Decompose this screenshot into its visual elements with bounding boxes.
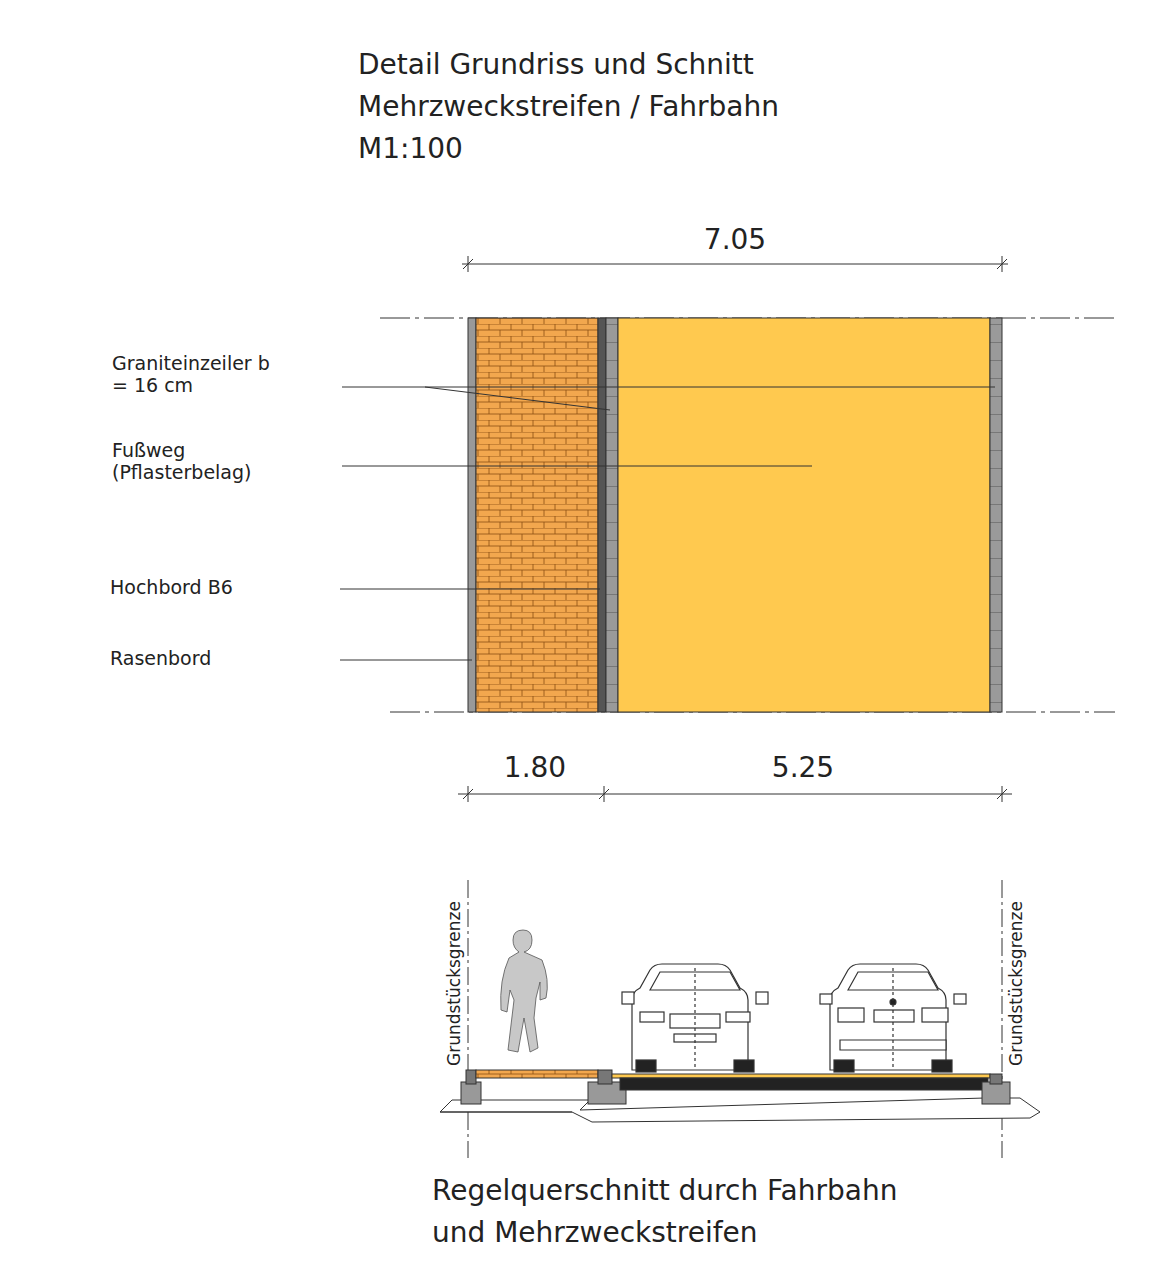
callout-label: Graniteinzeiler b = 16 cm	[112, 353, 272, 397]
drawing-caption: Regelquerschnitt durch Fahrbahn und Mehr…	[432, 1170, 932, 1254]
dimension-lines	[458, 256, 1012, 802]
callout-label: Rasenbord	[110, 648, 310, 670]
callout-label: Fußweg (Pflasterbelag)	[112, 440, 272, 484]
plan	[380, 318, 1118, 712]
boundary-label: Grundstücksgrenze	[1006, 899, 1026, 1068]
car-front	[622, 964, 768, 1072]
boundary-label: Grundstücksgrenze	[444, 899, 464, 1068]
dimension-text: 5.25	[748, 752, 858, 784]
cross-section	[440, 880, 1040, 1158]
car-rear	[820, 964, 966, 1072]
leader-lines	[340, 387, 995, 660]
dimension-text: 1.80	[480, 752, 590, 784]
dimension-text: 7.05	[680, 224, 790, 256]
drawing-title: Detail Grundriss und Schnitt Mehrzweckst…	[358, 44, 798, 170]
callout-label: Hochbord B6	[110, 577, 310, 599]
person-silhouette	[501, 930, 548, 1052]
